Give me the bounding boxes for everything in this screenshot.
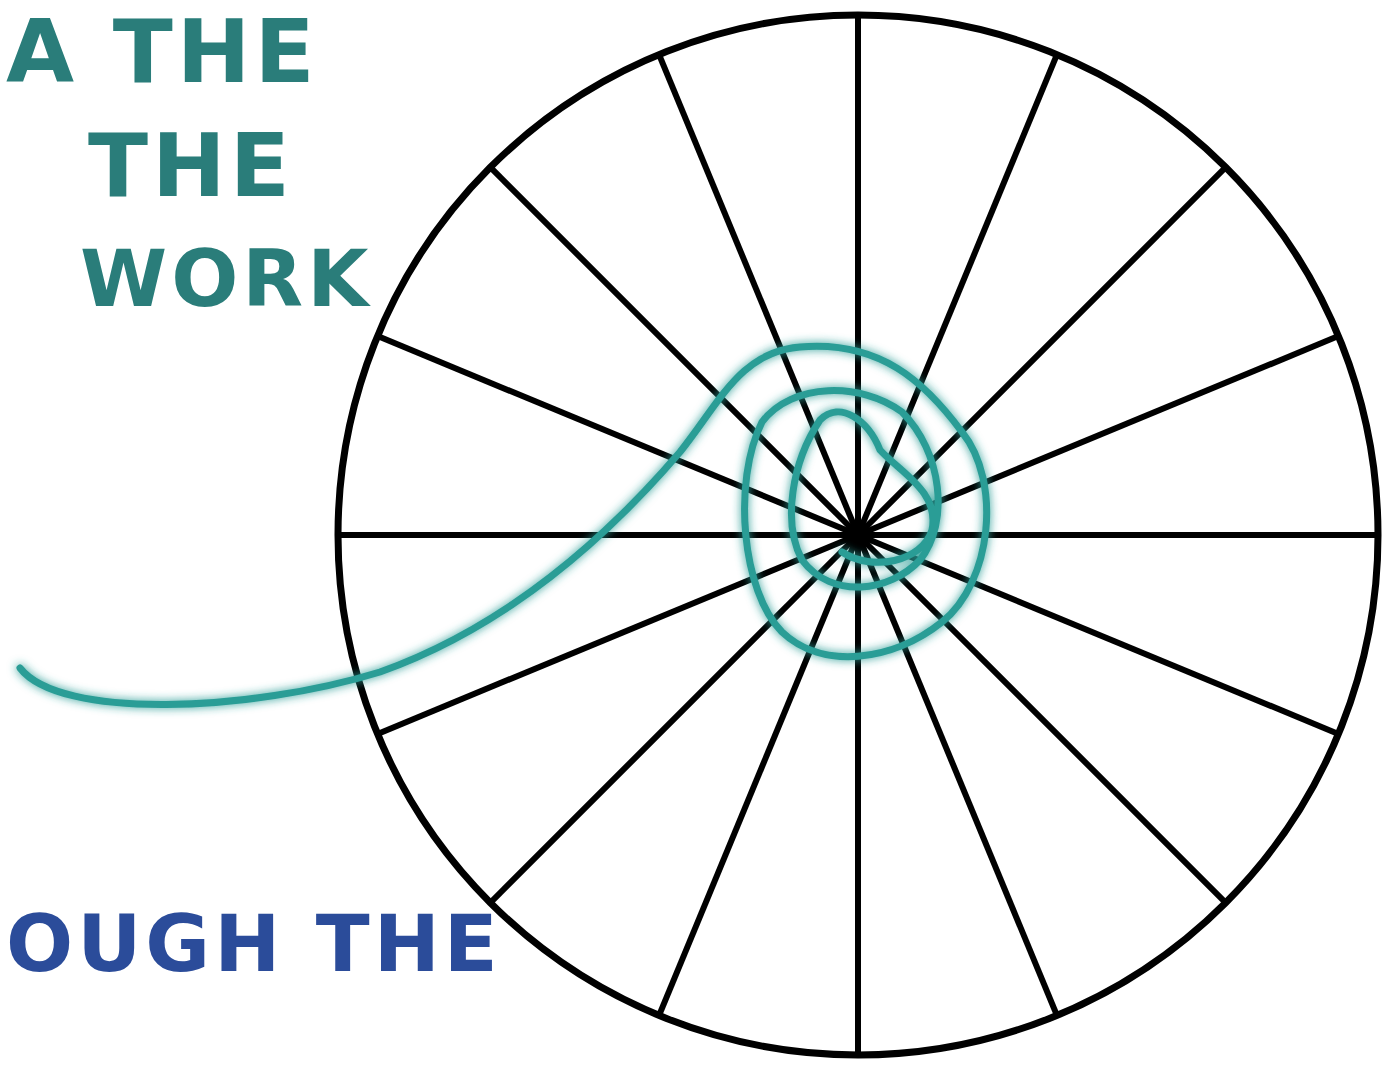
spoke (492, 535, 858, 901)
spoke (858, 535, 1224, 901)
spoke (855, 17, 861, 535)
rope-lettering: OUGH THE (6, 905, 502, 984)
rope-lettering: A THE (6, 8, 319, 96)
wheel-spokes (340, 17, 1376, 1053)
spoke (492, 169, 858, 535)
wheel-rim (338, 15, 1378, 1055)
yarn-spiral (20, 346, 987, 704)
rope-lettering: THE (88, 122, 294, 210)
spoke (660, 56, 858, 535)
rope-lettering: WORK (80, 240, 372, 319)
spoke (855, 535, 861, 1053)
